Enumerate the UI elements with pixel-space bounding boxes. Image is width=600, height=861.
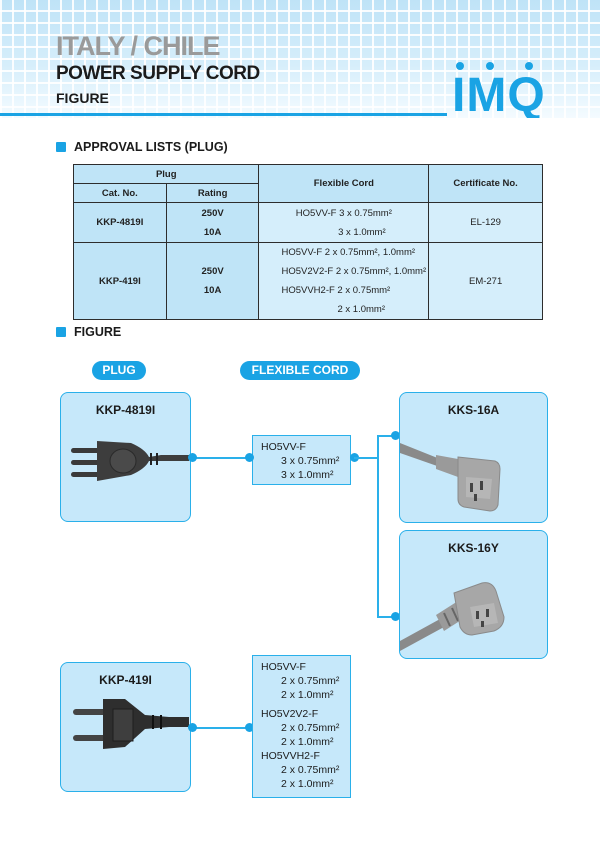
logo-text: IMQ [452, 69, 546, 118]
cord-size: 2 x 1.0mm² [281, 689, 334, 701]
connector-line [377, 435, 399, 437]
plug-label: KKP-4819I [95, 403, 156, 417]
col-header-plug: Plug [72, 164, 260, 184]
imq-logo: IMQ [452, 60, 552, 118]
cell-certificate: EL-129 [428, 202, 543, 243]
connector-dot [245, 723, 254, 732]
approval-table: Plug Flexible Cord Certificate No. Cat. … [72, 164, 543, 320]
plug-box-kkp-4819i: KKP-4819I [60, 392, 191, 522]
cord-size: 2 x 1.0mm² [281, 778, 334, 790]
connector-line [377, 435, 379, 617]
plug-pill: PLUG [92, 361, 146, 380]
cord-line: HO5VV-F 3 x 0.75mm² [295, 207, 392, 219]
cell-cat-no: KKP-4819I [73, 202, 167, 243]
cord-size: 2 x 0.75mm² [281, 722, 340, 734]
table-row: KKP-419I 250V 10A HO5VV-F 2 x 0.75mm², 1… [73, 242, 543, 320]
cord-line: HO5V2V2-F 2 x 0.75mm², 1.0mm² [281, 266, 427, 277]
connector-label: KKS-16Y [448, 541, 499, 555]
connector-dot [188, 723, 197, 732]
cord-size: 3 x 0.75mm² [281, 455, 340, 467]
connector-dot [391, 612, 400, 621]
rating-current: 10A [203, 285, 222, 296]
col-header-rating: Rating [165, 183, 260, 203]
rating-current: 10A [203, 226, 222, 238]
cord-size: 2 x 0.75mm² [281, 764, 340, 776]
cord-type: HO5V2V2-F [261, 708, 319, 720]
approval-heading: APPROVAL LISTS (PLUG) [56, 140, 228, 154]
page-header: ITALY / CHILE POWER SUPPLY CORD FIGURE I… [0, 0, 600, 118]
bullet-square-icon [56, 142, 66, 152]
col-header-cat-no: Cat. No. [73, 183, 167, 203]
table-row: KKP-4819I 250V 10A HO5VV-F 3 x 0.75mm² 3… [73, 202, 543, 243]
header-underline [0, 113, 447, 116]
connector-dot [188, 453, 197, 462]
connector-line [193, 457, 248, 459]
cord-line: 2 x 1.0mm² [337, 304, 385, 315]
connector-box-kks-16y: KKS-16Y [399, 530, 548, 659]
cord-size: 2 x 0.75mm² [281, 675, 340, 687]
connector-line [354, 457, 377, 459]
connector-dot [245, 453, 254, 462]
col-header-certificate: Certificate No. [428, 164, 543, 203]
three-pin-plug-icon [71, 441, 189, 481]
figure-heading-text: FIGURE [74, 325, 122, 339]
logo-dot [525, 62, 533, 70]
cord-type: HO5VVH2-F [261, 750, 320, 762]
figure-heading: FIGURE [56, 325, 121, 339]
logo-dot [486, 62, 494, 70]
cord-line: HO5VV-F 2 x 0.75mm², 1.0mm² [281, 247, 416, 258]
page-subtitle: POWER SUPPLY CORD [56, 63, 260, 84]
cord-type: HO5VV-F [261, 661, 306, 673]
approval-heading-text: APPROVAL LISTS (PLUG) [74, 140, 228, 154]
cord-type: HO5VV-F [261, 441, 306, 453]
bullet-square-icon [56, 327, 66, 337]
connector-box-kks-16a: KKS-16A [399, 392, 548, 523]
page-section: FIGURE [56, 90, 109, 106]
cord-line: HO5VVH2-F 2 x 0.75mm² [281, 285, 391, 296]
cord-size: 2 x 1.0mm² [281, 736, 334, 748]
cell-cat-no: KKP-419I [73, 242, 167, 320]
connector-line [193, 727, 248, 729]
cell-certificate: EM-271 [428, 242, 543, 320]
connector-line [377, 616, 399, 618]
connector-label: KKS-16A [447, 403, 500, 417]
cell-cord: HO5VV-F 3 x 0.75mm² 3 x 1.0mm² [258, 202, 430, 243]
cell-cord: HO5VV-F 2 x 0.75mm², 1.0mm² HO5V2V2-F 2 … [258, 242, 430, 320]
page-title: ITALY / CHILE [56, 31, 221, 61]
two-pin-plug-icon [73, 699, 189, 749]
col-header-cord: Flexible Cord [258, 164, 430, 203]
straight-connector-icon [400, 443, 501, 512]
plug-box-kkp-419i: KKP-419I [60, 662, 191, 792]
cord-size: 3 x 1.0mm² [281, 469, 334, 481]
cell-rating: 250V 10A [165, 202, 260, 243]
rating-voltage: 250V [201, 266, 224, 277]
cord-box-2: HO5VV-F 2 x 0.75mm² 2 x 1.0mm² HO5V2V2-F… [252, 655, 351, 798]
cell-rating: 250V 10A [165, 242, 260, 320]
plug-label: KKP-419I [99, 673, 152, 687]
flexible-cord-pill: FLEXIBLE CORD [240, 361, 360, 380]
connector-dot [391, 431, 400, 440]
rating-voltage: 250V [201, 207, 224, 219]
cord-box-1: HO5VV-F 3 x 0.75mm² 3 x 1.0mm² [252, 435, 351, 485]
logo-dot [456, 62, 464, 70]
cord-line: 3 x 1.0mm² [338, 226, 386, 238]
mosaic-background [0, 0, 600, 118]
angled-connector-icon [400, 582, 505, 651]
